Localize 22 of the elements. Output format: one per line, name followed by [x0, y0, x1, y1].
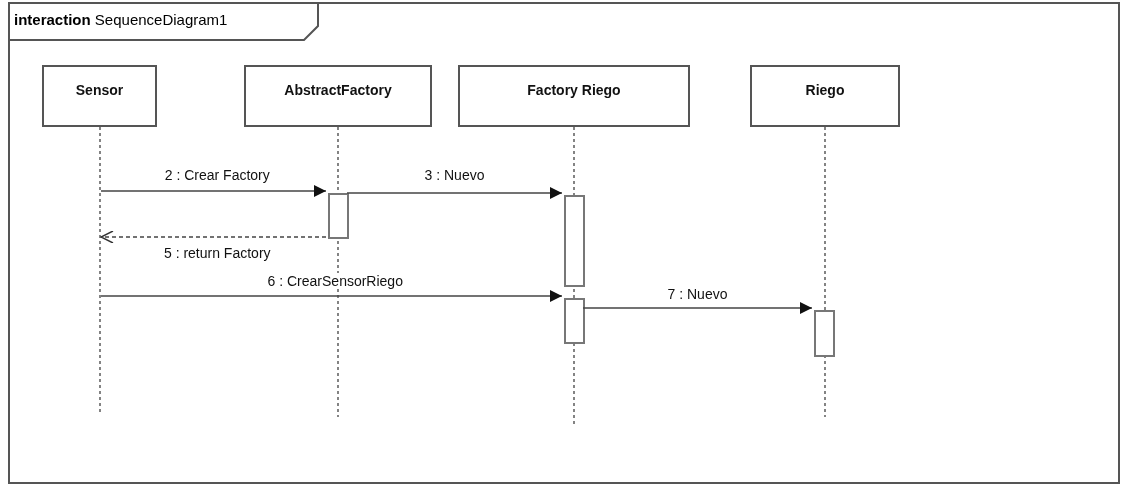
message-label: 3 : Nuevo — [422, 167, 487, 183]
activation-bar — [564, 195, 585, 287]
activation-bar — [814, 310, 835, 357]
activation-bar — [328, 193, 349, 239]
message-arrow — [100, 185, 327, 197]
message-arrow — [582, 302, 813, 314]
message-label: 2 : Crear Factory — [162, 167, 272, 183]
message-arrow — [100, 290, 563, 302]
frame-title: interaction SequenceDiagram1 — [14, 11, 228, 28]
lifeline-head: Sensor — [42, 65, 157, 127]
activation-bar — [564, 298, 585, 344]
message-label: 7 : Nuevo — [665, 286, 730, 302]
message-arrow — [346, 187, 563, 199]
message-label: 5 : return Factory — [161, 245, 273, 261]
lifeline-head: AbstractFactory — [244, 65, 432, 127]
lifeline — [97, 127, 103, 414]
lifeline-head: Riego — [750, 65, 900, 127]
lifeline — [822, 127, 828, 417]
lifeline-head: Factory Riego — [458, 65, 690, 127]
message-label: 6 : CrearSensorRiego — [265, 273, 405, 289]
interaction-frame — [8, 2, 1120, 484]
return-message-arrow — [100, 230, 327, 244]
